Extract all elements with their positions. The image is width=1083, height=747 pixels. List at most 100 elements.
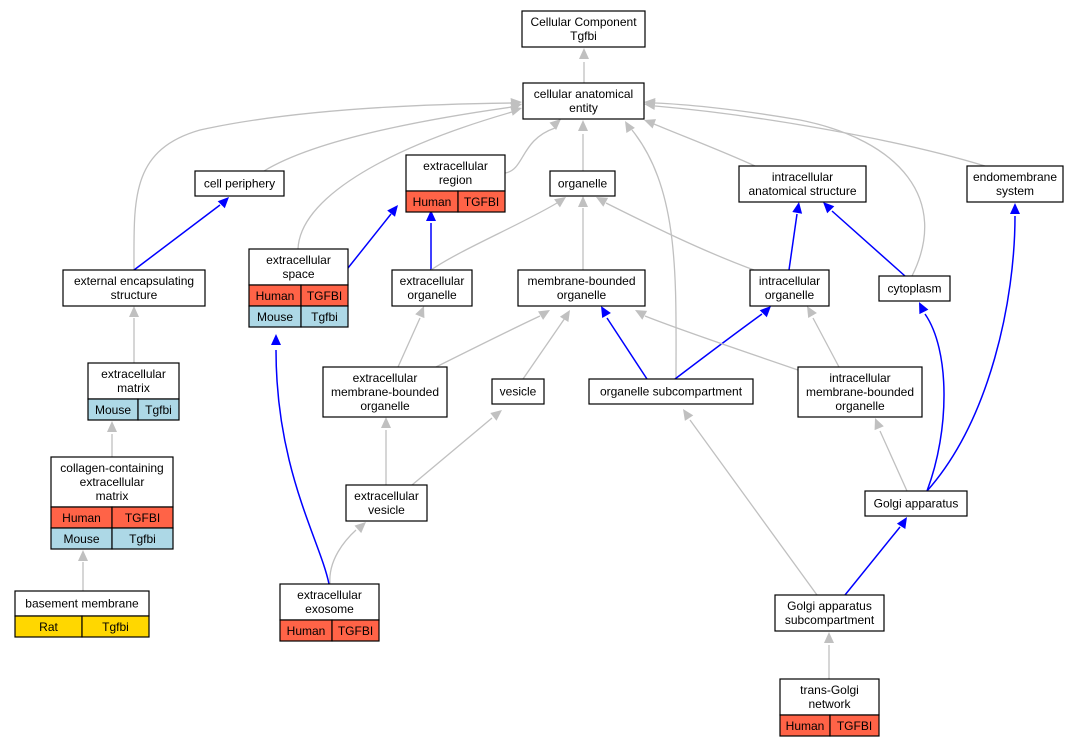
arrowhead-embo-to-ecorg [415,306,425,319]
arrowhead-mbo-to-organelle [578,196,588,207]
edge-golgi-to-endo [926,215,1016,492]
node-box [738,165,867,203]
node-box [491,378,545,405]
edge-golgi-to-imbo [879,430,908,492]
gene-label: Tgfbi [145,403,172,417]
edge-cellper-to-cae [263,106,513,172]
node-golgi: Golgi apparatus [864,490,968,517]
node-label-line: cytoplasm [887,282,941,296]
node-box [779,678,880,716]
edge-gas-to-osub [689,419,818,596]
node-label-line: organelle [558,177,608,191]
species-label: Mouse [95,403,131,417]
node-box [194,170,285,197]
node-label-line: extracellular [400,274,465,288]
gene-label: TGFBI [837,719,872,733]
node-box [749,269,830,307]
arrowhead-osub-to-icorg [759,306,771,318]
node-label-line: anatomical structure [748,184,856,198]
node-label-line: endomembrane [973,170,1057,184]
annotation-cell-rat [81,615,150,638]
node-label-line: membrane-bounded [331,385,439,399]
arrowhead-ecspace-to-ecreg [387,205,398,217]
node-label-line: organelle subcompartment [600,385,743,399]
node-box [878,275,951,302]
arrowhead-osub-to-mbo [601,306,611,318]
annotation-cell-mouse [137,398,180,421]
node-label-line: organelle [765,288,815,302]
node-cellper: cell periphery [194,170,285,197]
node-label-line: vesicle [500,385,537,399]
node-label-line: trans-Golgi [800,683,859,697]
node-vesicle: vesicle [491,378,545,405]
edge-ecspace-to-ecreg [347,213,392,269]
node-label-line: cellular anatomical [534,87,633,101]
node-label-line: vesicle [368,503,405,517]
arrowhead-golgi-to-endo [1010,203,1020,214]
node-ccecm: collagen-containingextracellularmatrixHu… [50,456,174,550]
node-label-line: basement membrane [25,597,139,611]
edge-ecreg-to-cae [504,127,556,174]
edge-vesicle-to-mbo [522,317,566,380]
arrowhead-tgn-to-gas [824,632,834,643]
node-box [864,490,968,517]
node-label-line: intracellular [772,170,833,184]
edge-ees-to-cae [133,102,513,271]
node-label-line: system [996,184,1034,198]
edge-ecspace-to-cae [297,111,513,250]
edge-ias-to-cae [653,123,756,167]
arrowhead-cae-to-root [579,48,589,59]
arrowhead-ecves-to-embo [381,417,391,428]
edge-embo-to-ecorg [397,317,421,368]
annotation-cell-mouse [300,305,349,328]
node-organelle: organelle [549,170,616,197]
edge-cyto-to-cae [654,102,926,277]
edge-layer [78,48,1020,679]
node-box [588,378,754,405]
node-label-line: extracellular [354,489,419,503]
node-label-line: structure [111,288,158,302]
node-box [774,594,885,632]
arrowhead-organelle-to-cae [578,120,588,131]
node-label-line: extracellular [353,371,418,385]
arrowhead-exo-to-ecves [354,522,366,534]
node-label-line: organelle [360,399,410,413]
edge-osub-to-cae [631,129,677,380]
annotation-cell-human [331,619,380,642]
arrowhead-bm-to-ccecm [78,550,88,561]
node-box [391,269,473,307]
node-box [549,170,616,197]
arrowhead-ees-to-cellper [217,197,229,209]
gene-label: TGFBI [307,289,342,303]
node-label-line: cell periphery [204,177,275,191]
node-label-line: extracellular [266,253,331,267]
node-cyto: cytoplasm [878,275,951,302]
arrowhead-ecves-to-vesicle [490,410,502,421]
node-label-line: organelle [557,288,607,302]
node-box [521,10,646,48]
node-label-line: Tgfbi [570,29,597,43]
arrowhead-ccecm-to-ecm [107,421,117,432]
node-label-line: Cellular Component [530,15,637,29]
edge-embo-to-mbo [435,315,541,368]
edge-osub-to-mbo [606,317,648,380]
node-label-line: intracellular [759,274,820,288]
edge-exo-to-ecves [329,529,357,585]
arrowhead-gas-to-osub [683,409,694,421]
node-label-line: space [282,267,314,281]
node-label-line: external encapsulating [74,274,194,288]
edge-osub-to-icorg [674,313,763,380]
node-label-line: matrix [117,381,150,395]
edge-cyto-to-ias [831,210,906,277]
species-label: Human [413,195,452,209]
